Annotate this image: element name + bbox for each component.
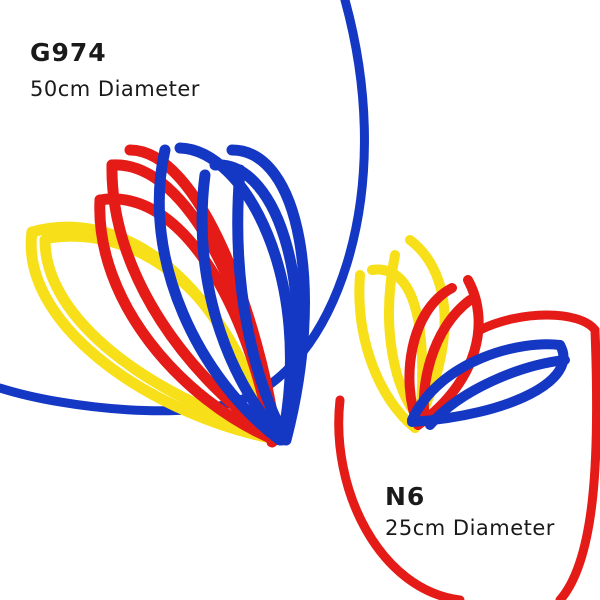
product-code-g974: G974 xyxy=(30,38,107,67)
large-blue-arcs xyxy=(153,142,310,446)
small-red-hoop xyxy=(334,310,600,600)
small-yellow-arcs xyxy=(354,235,450,433)
product-size-g974: 50cm Diameter xyxy=(30,77,200,101)
product-size-n6: 25cm Diameter xyxy=(385,516,555,540)
product-code-n6: N6 xyxy=(385,482,426,511)
small-blue-arcs xyxy=(407,339,570,430)
